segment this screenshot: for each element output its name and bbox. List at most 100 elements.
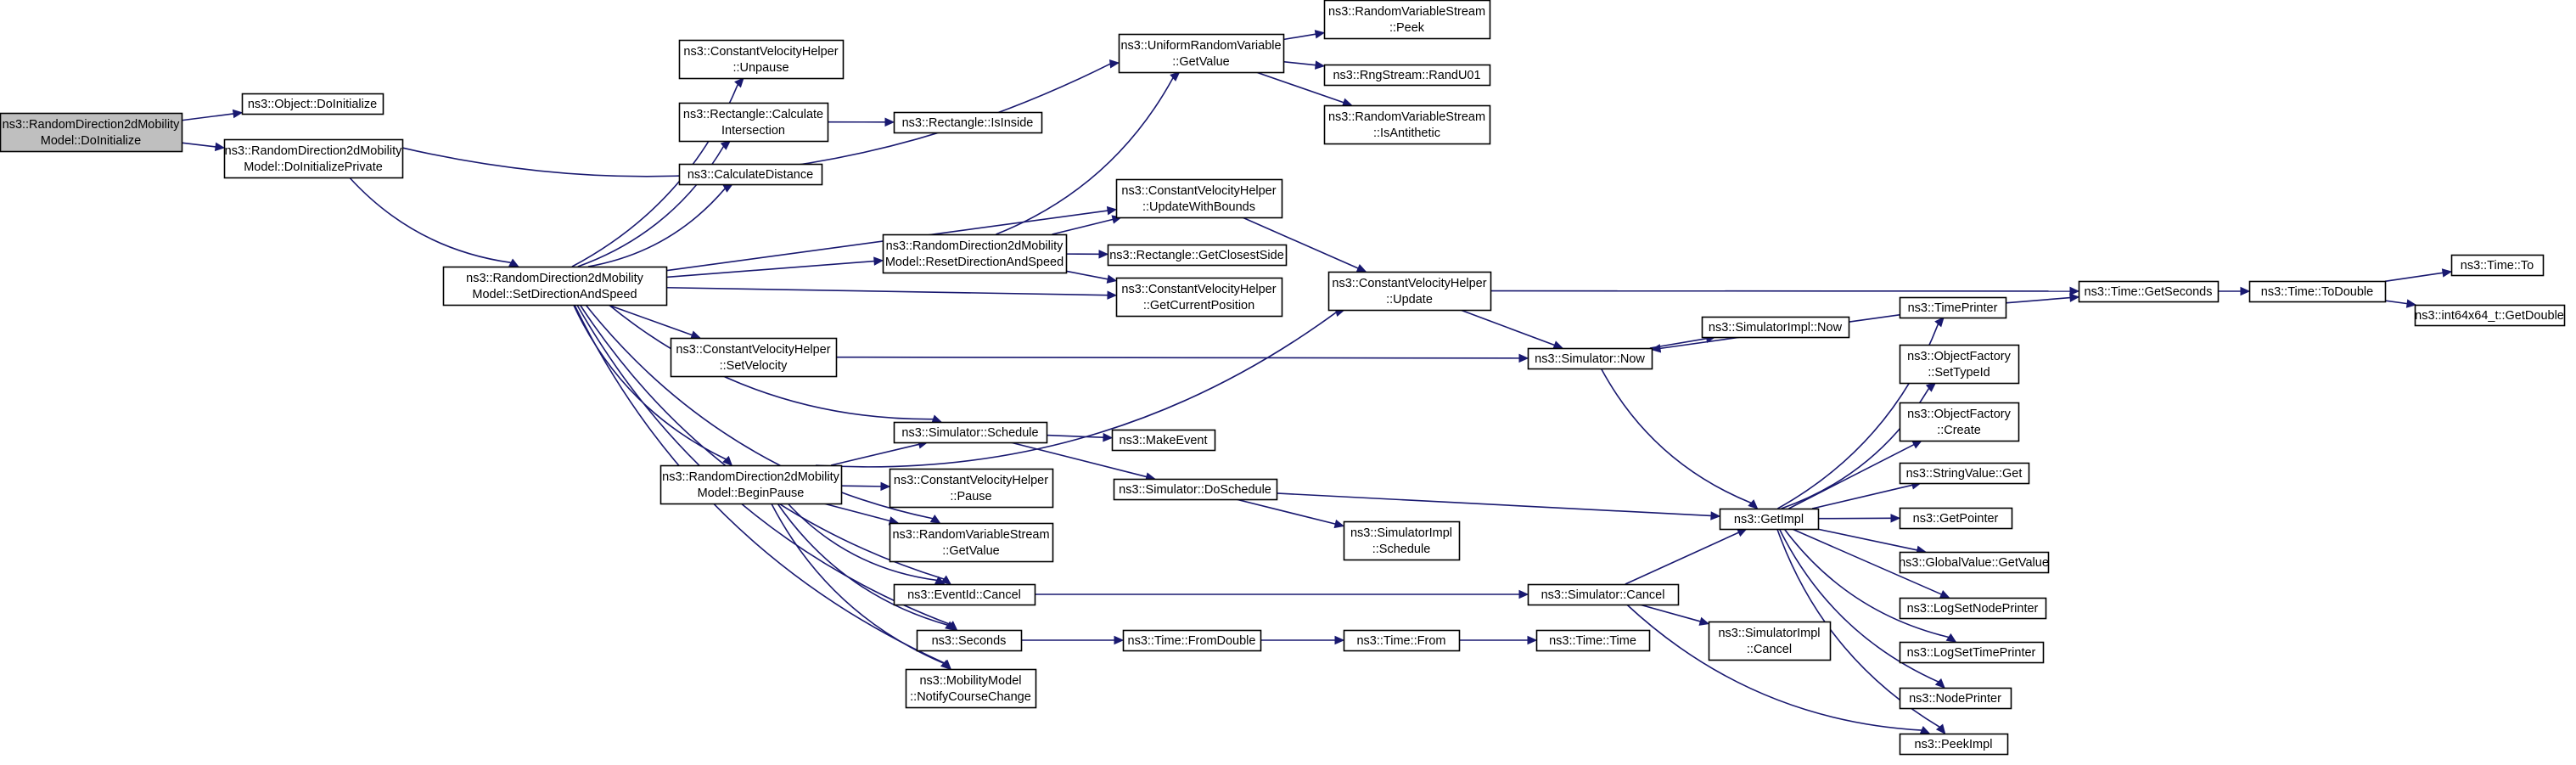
arrow-head — [2069, 293, 2080, 302]
node-makeevent[interactable]: ns3::MakeEvent — [1111, 429, 1216, 452]
node-time-time[interactable]: ns3::Time::Time — [1535, 629, 1651, 652]
node-simulator-cancel[interactable]: ns3::Simulator::Cancel — [1527, 583, 1680, 606]
arrow-head — [1748, 499, 1759, 509]
node-box — [2248, 280, 2387, 303]
node-constantvelocityhelper-getcurrentposition[interactable]: ns3::ConstantVelocityHelper::GetCurrentP… — [1115, 277, 1283, 318]
arrow-head — [1925, 382, 1937, 392]
edge-n12-to-n4 — [996, 71, 1181, 235]
node-randomdirection2dmobility-model-setdirectionandspeed[interactable]: ns3::RandomDirection2dMobilityModel::Set… — [442, 266, 668, 307]
edge-line — [1236, 498, 1336, 525]
node-label-line: ns3::Time::From — [1356, 634, 1445, 648]
node-constantvelocityhelper-pause[interactable]: ns3::ConstantVelocityHelper::Pause — [889, 468, 1054, 509]
node-label-line: ns3::MakeEvent — [1120, 434, 1208, 447]
node-simulatorimpl-now[interactable]: ns3::SimulatorImpl::Now — [1701, 316, 1850, 339]
edge-line — [823, 503, 890, 522]
node-int64x64-t-getdouble[interactable]: ns3::int64x64_t::GetDouble — [2414, 304, 2566, 327]
node-objectfactory-settypeid[interactable]: ns3::ObjectFactory::SetTypeId — [1899, 344, 2020, 385]
node-constantvelocityhelper-update[interactable]: ns3::ConstantVelocityHelper::Update — [1327, 271, 1492, 312]
node-label-line: ns3::Rectangle::IsInside — [902, 116, 1034, 130]
node-box — [1323, 104, 1491, 145]
node-time-getseconds[interactable]: ns3::Time::GetSeconds — [2078, 280, 2220, 303]
node-box — [678, 163, 823, 186]
node-stringvalue-get[interactable]: ns3::StringValue::Get — [1899, 462, 2030, 485]
edge-n46-to-n47 — [1260, 635, 1345, 645]
node-time-to[interactable]: ns3::Time::To — [2450, 254, 2545, 277]
node-timeprinter[interactable]: ns3::TimePrinter — [1899, 296, 2007, 319]
node-simulatorimpl-schedule[interactable]: ns3::SimulatorImpl::Schedule — [1343, 520, 1461, 561]
arrow-head — [232, 109, 244, 119]
node-label-line: Model::ResetDirectionAndSpeed — [885, 256, 1064, 269]
node-calculatedistance[interactable]: ns3::CalculateDistance — [678, 163, 823, 186]
node-constantvelocityhelper-setvelocity[interactable]: ns3::ConstantVelocityHelper::SetVelocity — [670, 337, 838, 378]
edge-n12-to-n13 — [1052, 215, 1123, 235]
node-globalvalue-getvalue[interactable]: ns3::GlobalValue::GetValue — [1899, 551, 2050, 574]
node-label-line: ::Update — [1386, 293, 1433, 307]
node-time-todouble[interactable]: ns3::Time::ToDouble — [2248, 280, 2387, 303]
node-label-line: ns3::RandomVariableStream — [1328, 110, 1485, 124]
node-label-line: ns3::CalculateDistance — [687, 168, 813, 182]
node-label-line: ns3::GetPointer — [1913, 512, 1999, 526]
edge-n3-to-n12 — [665, 256, 884, 278]
node-randomdirection2dmobility-model-doinitializeprivate[interactable]: ns3::RandomDirection2dMobilityModel::DoI… — [223, 138, 404, 179]
node-simulator-now[interactable]: ns3::Simulator::Now — [1527, 347, 1653, 370]
node-logsettimeprinter[interactable]: ns3::LogSetTimePrinter — [1899, 641, 2045, 664]
node-box — [882, 233, 1068, 274]
node-label-line: ns3::ConstantVelocityHelper — [683, 45, 838, 59]
node-box — [1899, 733, 2009, 756]
arrow-head — [1919, 726, 1931, 734]
node-peekimpl[interactable]: ns3::PeekImpl — [1899, 733, 2009, 756]
edge-line — [1242, 217, 1359, 269]
node-box — [1899, 462, 2030, 485]
node-simulatorimpl-cancel[interactable]: ns3::SimulatorImpl::Cancel — [1708, 621, 1832, 661]
node-randomdirection2dmobility-model-resetdirectionandspeed[interactable]: ns3::RandomDirection2dMobilityModel::Res… — [882, 233, 1068, 274]
node-label-line: ns3::ObjectFactory — [1907, 408, 2011, 421]
node-box — [1899, 402, 2020, 442]
node-rectangle-isinside[interactable]: ns3::Rectangle::IsInside — [893, 111, 1043, 134]
node-getimpl[interactable]: ns3::GetImpl — [1719, 508, 1820, 531]
node-objectfactory-create[interactable]: ns3::ObjectFactory::Create — [1899, 402, 2020, 442]
node-getpointer[interactable]: ns3::GetPointer — [1899, 507, 2013, 530]
edge-n20-to-n21 — [2005, 293, 2080, 304]
node-randomvariablestream-isantithetic[interactable]: ns3::RandomVariableStream::IsAntithetic — [1323, 104, 1491, 145]
node-randomvariablestream-getvalue[interactable]: ns3::RandomVariableStream::GetValue — [889, 522, 1054, 563]
edge-n3-to-n35 — [572, 304, 733, 466]
node-simulator-doschedule[interactable]: ns3::Simulator::DoSchedule — [1113, 478, 1278, 501]
node-uniformrandomvariable-getvalue[interactable]: ns3::UniformRandomVariable::GetValue — [1118, 33, 1285, 74]
arrow-head — [929, 515, 941, 524]
node-box — [223, 138, 404, 179]
node-simulator-schedule[interactable]: ns3::Simulator::Schedule — [893, 421, 1048, 444]
arrow-head — [884, 117, 895, 127]
node-object-doinitialize[interactable]: ns3::Object::DoInitialize — [241, 93, 384, 115]
arrow-head — [1698, 616, 1710, 626]
arrow-head — [722, 455, 733, 466]
node-label-line: ns3::UniformRandomVariable — [1120, 39, 1281, 53]
node-label-line: ::GetValue — [1172, 55, 1229, 69]
node-rngstream-randu01[interactable]: ns3::RngStream::RandU01 — [1323, 64, 1491, 87]
node-label-line: ::Cancel — [1747, 643, 1792, 656]
node-label-line: ::IsAntithetic — [1373, 127, 1440, 140]
node-eventid-cancel[interactable]: ns3::EventId::Cancel — [893, 583, 1036, 606]
arrow-head — [1107, 290, 1118, 300]
node-label-line: ::Peek — [1389, 21, 1425, 35]
arrow-head — [1315, 60, 1326, 70]
arrow-head — [945, 621, 956, 631]
edge-n0-to-n1 — [181, 109, 244, 121]
node-logsetnodeprinter[interactable]: ns3::LogSetNodePrinter — [1899, 597, 2047, 620]
node-constantvelocityhelper-updatewithbounds[interactable]: ns3::ConstantVelocityHelper::UpdateWithB… — [1115, 178, 1283, 219]
node-randomvariablestream-peek[interactable]: ns3::RandomVariableStream::Peek — [1323, 0, 1491, 40]
node-box — [1343, 629, 1461, 652]
arrow-head — [873, 256, 884, 266]
node-randomdirection2dmobility-model-beginpause[interactable]: ns3::RandomDirection2dMobilityModel::Beg… — [659, 464, 843, 505]
node-rectangle-getclosestside[interactable]: ns3::Rectangle::GetClosestSide — [1107, 244, 1288, 267]
edge-line — [587, 188, 726, 267]
arrow-head — [722, 183, 734, 193]
node-randomdirection2dmobility-model-doinitialize[interactable]: ns3::RandomDirection2dMobilityModel::DoI… — [0, 112, 183, 153]
node-nodeprinter[interactable]: ns3::NodePrinter — [1899, 687, 2012, 710]
node-constantvelocityhelper-unpause[interactable]: ns3::ConstantVelocityHelper::Unpause — [678, 39, 845, 80]
node-mobilitymodel-notifycoursechange[interactable]: ns3::MobilityModel::NotifyCourseChange — [905, 668, 1037, 709]
node-seconds[interactable]: ns3::Seconds — [916, 629, 1023, 652]
node-time-fromdouble[interactable]: ns3::Time::FromDouble — [1122, 629, 1262, 652]
node-time-from[interactable]: ns3::Time::From — [1343, 629, 1461, 652]
